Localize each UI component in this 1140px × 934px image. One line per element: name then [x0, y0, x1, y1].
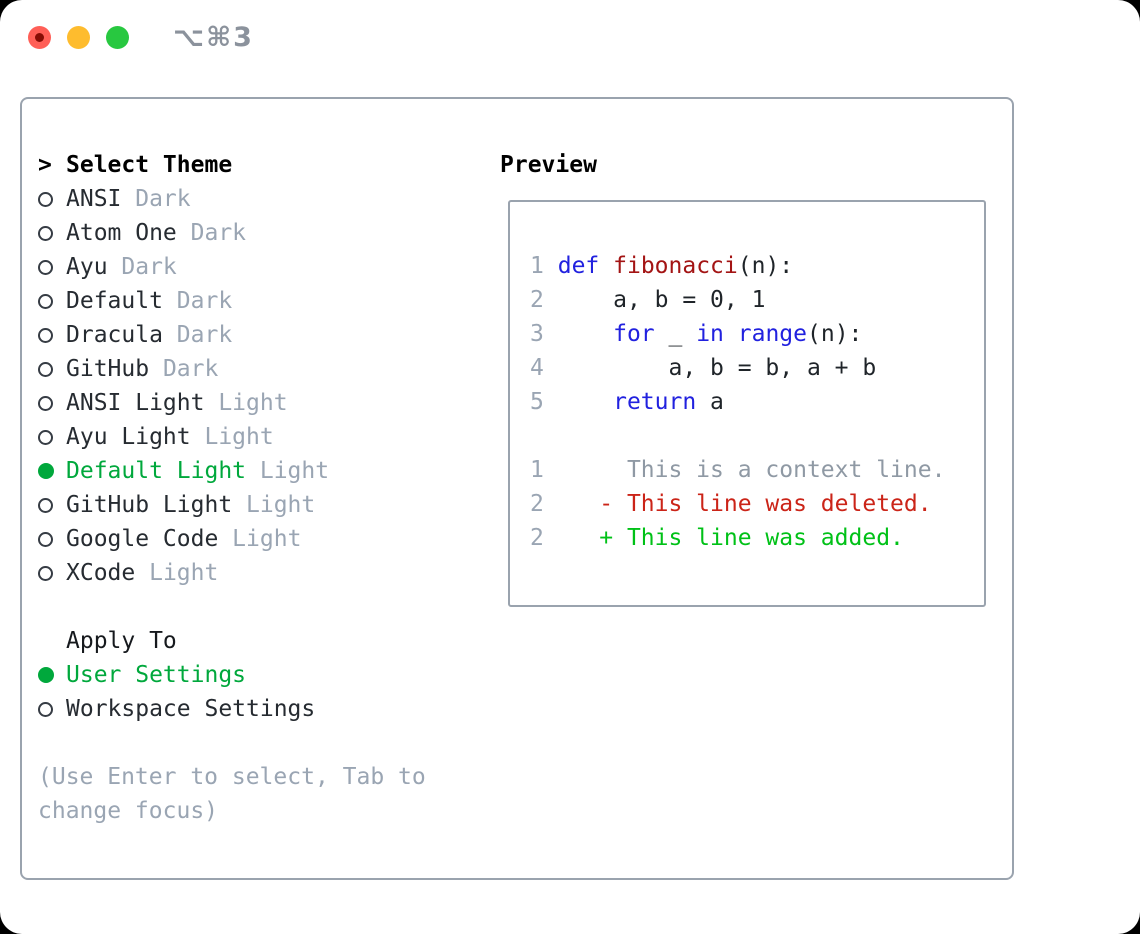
apply-to-title: Apply To [66, 628, 177, 654]
code-area: 1 def fibonacci(n): 2 a, b = 0, 1 3 for _ … [530, 249, 945, 555]
apply-option-label: User Settings [66, 662, 247, 688]
radio-icon [38, 522, 66, 556]
theme-option-label: Ayu [66, 254, 108, 280]
theme-option-default-light-light[interactable]: Default Light Light [38, 454, 426, 488]
theme-variant-label: Light [135, 560, 219, 586]
help-text-line-1: (Use Enter to select, Tab to [38, 764, 426, 790]
preview-pane: 1 def fibonacci(n): 2 a, b = 0, 1 3 for _ … [508, 200, 986, 607]
keyboard-shortcut-label: ⌥⌘3 [173, 21, 254, 53]
titlebar: ⌥⌘3 [28, 22, 254, 53]
minimize-button[interactable] [67, 25, 90, 49]
apply-to-header: Apply To [38, 624, 426, 658]
radio-icon [38, 318, 66, 352]
radio-icon [38, 488, 66, 522]
theme-option-label: Default [66, 288, 163, 314]
line-number: 2 [530, 491, 544, 517]
select-theme-header: > Select Theme [38, 148, 426, 182]
zoom-button[interactable] [106, 25, 129, 49]
line-number: 2 [530, 287, 544, 313]
code-line: 1 def fibonacci(n): [530, 253, 794, 279]
apply-option-workspace-settings[interactable]: Workspace Settings [38, 692, 426, 726]
theme-option-label: Dracula [66, 322, 163, 348]
close-button[interactable] [28, 25, 51, 49]
radio-icon [38, 216, 66, 250]
theme-option-default-dark[interactable]: Default Dark [38, 284, 426, 318]
theme-option-label: GitHub [66, 356, 150, 382]
theme-option-label: ANSI [66, 186, 122, 212]
radio-icon [38, 352, 66, 386]
theme-option-label: Ayu Light [66, 424, 191, 450]
theme-option-ansi-dark[interactable]: ANSI Dark [38, 182, 426, 216]
theme-option-label: Atom One [66, 220, 177, 246]
theme-option-ayu-dark[interactable]: Ayu Dark [38, 250, 426, 284]
code-line: 5 return a [530, 389, 724, 415]
radio-selected-icon [38, 454, 66, 488]
preview-title: Preview [500, 152, 597, 178]
radio-selected-icon [38, 658, 66, 692]
theme-variant-label: Dark [107, 254, 177, 280]
diff-line-del: 2 - This line was deleted. [530, 491, 932, 517]
radio-icon [38, 556, 66, 590]
theme-variant-label: Dark [162, 288, 233, 314]
radio-icon [38, 284, 66, 318]
theme-option-atom-one-dark[interactable]: Atom One Dark [38, 216, 426, 250]
theme-variant-label: Light [190, 424, 274, 450]
spacer [38, 726, 426, 760]
theme-option-github-light-light[interactable]: GitHub Light Light [38, 488, 426, 522]
select-theme-title: Select Theme [66, 152, 233, 178]
help-text-line-2: change focus) [38, 798, 219, 824]
theme-option-label: GitHub Light [66, 492, 233, 518]
diff-line-ctx: 1 This is a context line. [530, 457, 946, 483]
radio-icon [38, 182, 66, 216]
theme-option-google-code-light[interactable]: Google Code Light [38, 522, 426, 556]
theme-variant-label: Light [204, 390, 288, 416]
marker-spacer [38, 624, 66, 658]
line-number: 3 [530, 321, 544, 347]
theme-option-xcode-light[interactable]: XCode Light [38, 556, 426, 590]
theme-option-ayu-light-light[interactable]: Ayu Light Light [38, 420, 426, 454]
theme-variant-label: Light [218, 526, 302, 552]
code-line: 4 a, b = b, a + b [530, 355, 877, 381]
preview-code: 1 def fibonacci(n): 2 a, b = 0, 1 3 for _ … [530, 249, 945, 419]
theme-option-dracula-dark[interactable]: Dracula Dark [38, 318, 426, 352]
theme-option-label: Google Code [66, 526, 219, 552]
radio-icon [38, 386, 66, 420]
radio-icon [38, 692, 66, 726]
diff-line-add: 2 + This line was added. [530, 525, 904, 551]
line-number: 2 [530, 525, 544, 551]
theme-variant-label: Dark [121, 186, 191, 212]
theme-option-ansi-light-light[interactable]: ANSI Light Light [38, 386, 426, 420]
theme-variant-label: Dark [162, 322, 233, 348]
apply-option-label: Workspace Settings [66, 696, 316, 722]
radio-icon [38, 250, 66, 284]
line-number: 1 [530, 253, 544, 279]
theme-option-label: XCode [66, 560, 136, 586]
line-number: 1 [530, 457, 544, 483]
theme-variant-label: Light [246, 458, 330, 484]
code-line: 3 for _ in range(n): [530, 321, 863, 347]
theme-variant-label: Dark [176, 220, 247, 246]
line-number: 5 [530, 389, 544, 415]
theme-option-label: ANSI Light [66, 390, 205, 416]
theme-option-label: Default Light [66, 458, 247, 484]
preview-diff: 1 This is a context line. 2 - This line w… [530, 453, 945, 555]
apply-option-user-settings[interactable]: User Settings [38, 658, 426, 692]
focus-caret-icon: > [38, 152, 52, 178]
code-line: 2 a, b = 0, 1 [530, 287, 766, 313]
line-number: 4 [530, 355, 544, 381]
radio-icon [38, 420, 66, 454]
theme-variant-label: Light [232, 492, 316, 518]
theme-option-github-dark[interactable]: GitHub Dark [38, 352, 426, 386]
spacer [38, 590, 426, 624]
theme-variant-label: Dark [149, 356, 219, 382]
